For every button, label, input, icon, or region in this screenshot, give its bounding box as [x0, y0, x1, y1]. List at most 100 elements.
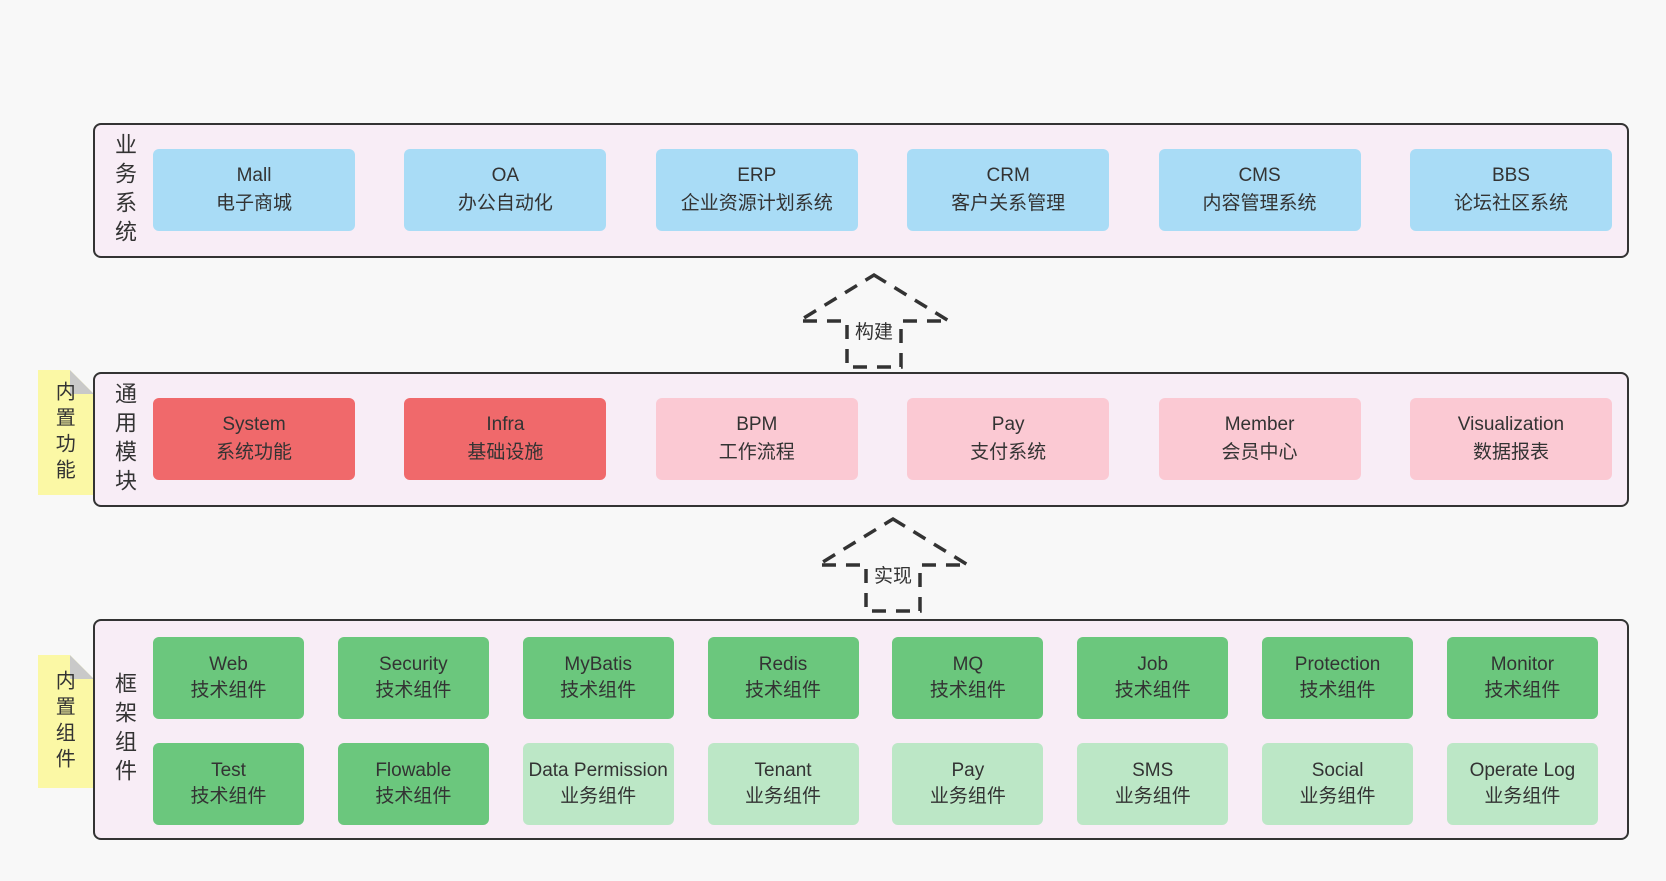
box-subtitle: 支付系统	[970, 442, 1047, 463]
box-oa: OA 办公自动化	[404, 149, 607, 231]
box-subtitle: 业务组件	[1114, 786, 1191, 807]
box-mybatis: MyBatis 技术组件	[522, 637, 674, 719]
implement-up-arrow-icon: 实现	[811, 516, 975, 613]
box-security: Security 技术组件	[337, 637, 489, 719]
box-title: Data Permission	[528, 760, 668, 781]
layer-label: 框架组件	[112, 671, 137, 788]
tech-component-row: Web 技术组件 Security 技术组件 MyBatis 技术组件 Redi…	[153, 637, 1598, 719]
box-subtitle: 论坛社区系统	[1453, 193, 1568, 214]
box-subtitle: 会员中心	[1221, 442, 1298, 463]
layer-framework-components: 框架组件 Web 技术组件 Security 技术组件 MyBatis 技术组件…	[93, 619, 1629, 840]
box-title: Mall	[236, 165, 272, 186]
box-mall: Mall 电子商城	[153, 149, 355, 231]
box-title: ERP	[737, 165, 777, 186]
box-title: Security	[379, 654, 448, 675]
box-title: Web	[209, 654, 248, 675]
box-job: Job 技术组件	[1077, 637, 1229, 719]
box-title: Tenant	[754, 760, 812, 781]
box-title: Protection	[1294, 654, 1381, 675]
box-visualization: Visualization 数据报表	[1409, 398, 1612, 480]
box-infra: Infra 基础设施	[404, 398, 607, 480]
box-data-permission: Data Permission 业务组件	[522, 743, 674, 825]
box-protection: Protection 技术组件	[1262, 637, 1414, 719]
box-tenant: Tenant 业务组件	[707, 743, 859, 825]
box-bbs: BBS 论坛社区系统	[1409, 149, 1612, 231]
box-monitor: Monitor 技术组件	[1446, 637, 1598, 719]
box-title: Job	[1137, 654, 1169, 675]
box-title: BPM	[736, 414, 778, 435]
box-subtitle: 业务组件	[560, 786, 637, 807]
box-title: Redis	[758, 654, 808, 675]
box-title: SMS	[1132, 760, 1174, 781]
note-built-in-features: 内置功能	[38, 370, 94, 495]
box-subtitle: 数据报表	[1472, 442, 1549, 463]
box-subtitle: 办公自动化	[457, 193, 553, 214]
box-system: System 系统功能	[153, 398, 355, 480]
box-title: MQ	[952, 654, 984, 675]
box-title: System	[222, 414, 286, 435]
box-subtitle: 技术组件	[190, 680, 267, 701]
box-subtitle: 技术组件	[1114, 680, 1191, 701]
box-subtitle: 企业资源计划系统	[680, 193, 833, 214]
box-pay-biz: Pay 业务组件	[892, 743, 1044, 825]
box-erp: ERP 企业资源计划系统	[655, 149, 858, 231]
box-cms: CMS 内容管理系统	[1158, 149, 1361, 231]
box-bpm: BPM 工作流程	[655, 398, 858, 480]
module-box-row: System 系统功能 Infra 基础设施 BPM 工作流程 Pay 支付系统…	[153, 398, 1612, 480]
box-crm: CRM 客户关系管理	[907, 149, 1110, 231]
box-title: Infra	[486, 414, 525, 435]
note-built-in-components: 内置组件	[38, 655, 94, 788]
box-title: Pay	[991, 414, 1025, 435]
box-subtitle: 业务组件	[745, 786, 822, 807]
box-subtitle: 技术组件	[560, 680, 637, 701]
box-sms: SMS 业务组件	[1077, 743, 1229, 825]
layer-common-modules: 通用模块 System 系统功能 Infra 基础设施 BPM 工作流程 Pay…	[93, 372, 1629, 507]
box-title: OA	[491, 165, 520, 186]
arrow-label: 实现	[874, 565, 912, 587]
arrow-label: 构建	[855, 321, 893, 343]
box-redis: Redis 技术组件	[707, 637, 859, 719]
box-title: Visualization	[1457, 414, 1565, 435]
box-subtitle: 业务组件	[929, 786, 1006, 807]
layer-business-systems: 业务系统 Mall 电子商城 OA 办公自动化 ERP 企业资源计划系统 CRM…	[93, 123, 1629, 258]
box-subtitle: 基础设施	[467, 442, 544, 463]
box-subtitle: 工作流程	[718, 442, 795, 463]
box-subtitle: 系统功能	[215, 442, 292, 463]
box-subtitle: 技术组件	[745, 680, 822, 701]
note-label: 内置功能	[52, 380, 75, 485]
box-title: Test	[211, 760, 246, 781]
box-test: Test 技术组件	[153, 743, 304, 825]
box-subtitle: 技术组件	[1299, 680, 1376, 701]
box-title: Operate Log	[1469, 760, 1576, 781]
note-label: 内置组件	[52, 669, 75, 774]
box-title: Flowable	[375, 760, 452, 781]
box-title: Social	[1311, 760, 1364, 781]
build-up-arrow-icon: 构建	[792, 272, 956, 369]
box-subtitle: 业务组件	[1484, 786, 1561, 807]
box-title: MyBatis	[564, 654, 632, 675]
box-subtitle: 业务组件	[1299, 786, 1376, 807]
layer-label: 通用模块	[112, 381, 137, 498]
box-subtitle: 技术组件	[190, 786, 267, 807]
box-title: BBS	[1491, 165, 1530, 186]
box-mq: MQ 技术组件	[892, 637, 1044, 719]
box-subtitle: 技术组件	[1484, 680, 1561, 701]
box-title: Monitor	[1490, 654, 1555, 675]
box-title: CMS	[1238, 165, 1281, 186]
box-title: Member	[1224, 414, 1295, 435]
box-title: Pay	[951, 760, 985, 781]
box-subtitle: 技术组件	[375, 680, 452, 701]
box-pay: Pay 支付系统	[907, 398, 1110, 480]
box-subtitle: 电子商城	[215, 193, 292, 214]
layer-label: 业务系统	[112, 132, 137, 249]
box-subtitle: 内容管理系统	[1202, 193, 1317, 214]
box-subtitle: 技术组件	[375, 786, 452, 807]
box-flowable: Flowable 技术组件	[337, 743, 489, 825]
box-web: Web 技术组件	[153, 637, 304, 719]
box-subtitle: 客户关系管理	[951, 193, 1066, 214]
box-member: Member 会员中心	[1158, 398, 1361, 480]
business-box-row: Mall 电子商城 OA 办公自动化 ERP 企业资源计划系统 CRM 客户关系…	[153, 149, 1612, 231]
box-subtitle: 技术组件	[929, 680, 1006, 701]
box-title: CRM	[986, 165, 1030, 186]
